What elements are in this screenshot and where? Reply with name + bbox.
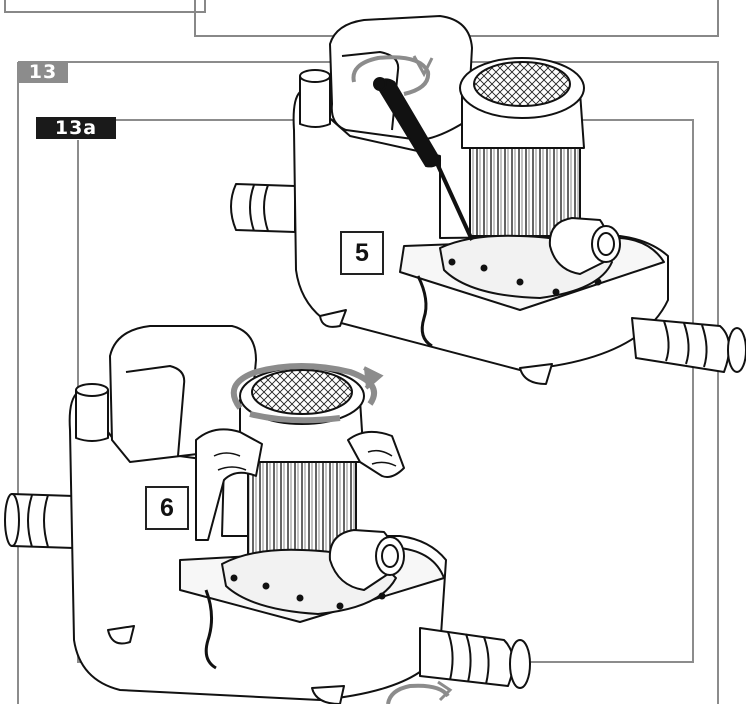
inlet-hose-left-top bbox=[230, 183, 296, 233]
pump-unit-bottom bbox=[4, 325, 531, 704]
figure-label: 13 bbox=[18, 61, 68, 83]
rotate-arrow-motor-icon bbox=[230, 363, 384, 424]
rotate-arrow-bottom-icon bbox=[386, 680, 453, 704]
inlet-hose-left-bottom bbox=[4, 493, 75, 549]
right-hand bbox=[347, 430, 405, 478]
screwdriver bbox=[373, 77, 474, 241]
outlet-hose-right-top bbox=[631, 317, 746, 373]
rotate-arrow-icon bbox=[351, 55, 434, 96]
step-number-6: 6 bbox=[145, 486, 189, 530]
figure-sub-label: 13a bbox=[36, 117, 116, 139]
step-number-5: 5 bbox=[340, 231, 384, 275]
left-hand bbox=[195, 428, 263, 541]
figure-13-frame bbox=[17, 61, 719, 704]
outlet-hose-right-bottom bbox=[419, 627, 531, 689]
pump-unit-top bbox=[230, 15, 746, 385]
